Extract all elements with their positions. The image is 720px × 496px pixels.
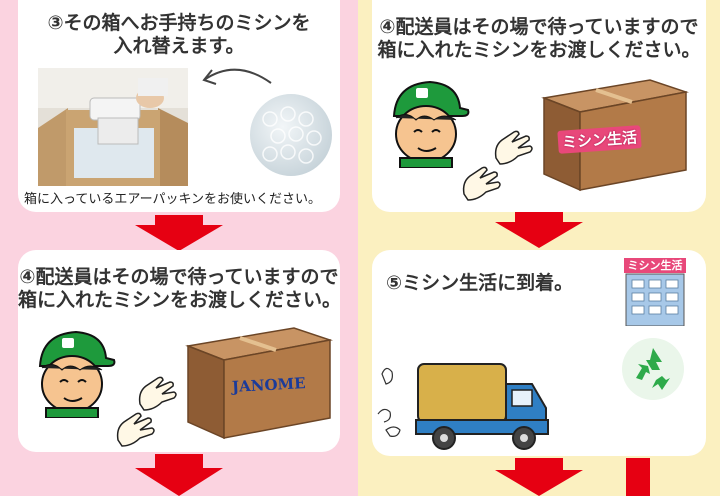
cardboard-box-icon (185, 327, 333, 440)
bubble-wrap-photo (248, 92, 334, 178)
left-column: ③その箱へお手持ちのミシンを 入れ替えます。 (0, 0, 358, 496)
step3-title-line2: 入れ替えます。 (113, 35, 245, 57)
down-arrow-icon (135, 454, 223, 496)
building-sign: ミシン生活 (624, 258, 686, 273)
hand-icon (494, 130, 533, 165)
step4-right-card: ④配送員はその場で待っていますので 箱に入れたミシンをお渡しください。 ミシン生… (372, 0, 706, 212)
down-arrow-icon (495, 212, 583, 248)
step4-right-title-line2: 箱に入れたミシンをお渡しください。 (377, 39, 701, 61)
right-column: ④配送員はその場で待っていますので 箱に入れたミシンをお渡しください。 ミシン生… (358, 0, 720, 496)
building-icon: ミシン生活 (624, 258, 686, 326)
step3-title-line1: ③その箱へお手持ちのミシンを (47, 12, 311, 34)
truck-icon (377, 363, 549, 450)
step4-left-title: ④配送員はその場で待っていますので 箱に入れたミシンをお渡しください。 (18, 266, 342, 312)
vertical-red-bar (626, 458, 650, 496)
down-arrow-icon (135, 215, 223, 251)
step4-left-title-line2: 箱に入れたミシンをお渡しください。 (18, 289, 342, 311)
hand-icon (138, 376, 177, 411)
down-arrow-icon (495, 458, 583, 496)
step4-left-card: ④配送員はその場で待っていますので 箱に入れたミシンをお渡しください。 (18, 250, 342, 452)
recycle-icon (622, 338, 684, 400)
step3-title: ③その箱へお手持ちのミシンを 入れ替えます。 (18, 12, 340, 58)
sewing-machine-box-photo (38, 68, 188, 186)
box-brand-label: JANOME (231, 374, 306, 396)
curved-arrow-icon (202, 68, 272, 85)
step4-right-title-line1: ④配送員はその場で待っていますので (379, 16, 699, 38)
person-cap-icon (392, 80, 470, 168)
step4-left-title-line1: ④配送員はその場で待っていますので (19, 266, 339, 288)
step5-title: ⑤ミシン生活に到着。 (386, 272, 574, 294)
person-cap-icon (38, 330, 116, 418)
hand-icon (462, 166, 501, 201)
step4-right-title: ④配送員はその場で待っていますので 箱に入れたミシンをお渡しください。 (372, 16, 706, 62)
hand-icon (116, 412, 155, 447)
step3-card: ③その箱へお手持ちのミシンを 入れ替えます。 (18, 0, 340, 212)
step5-card: ⑤ミシン生活に到着。 ミシン生活 (372, 250, 706, 456)
step3-caption: 箱に入っているエアーパッキンをお使いください。 (24, 192, 322, 207)
